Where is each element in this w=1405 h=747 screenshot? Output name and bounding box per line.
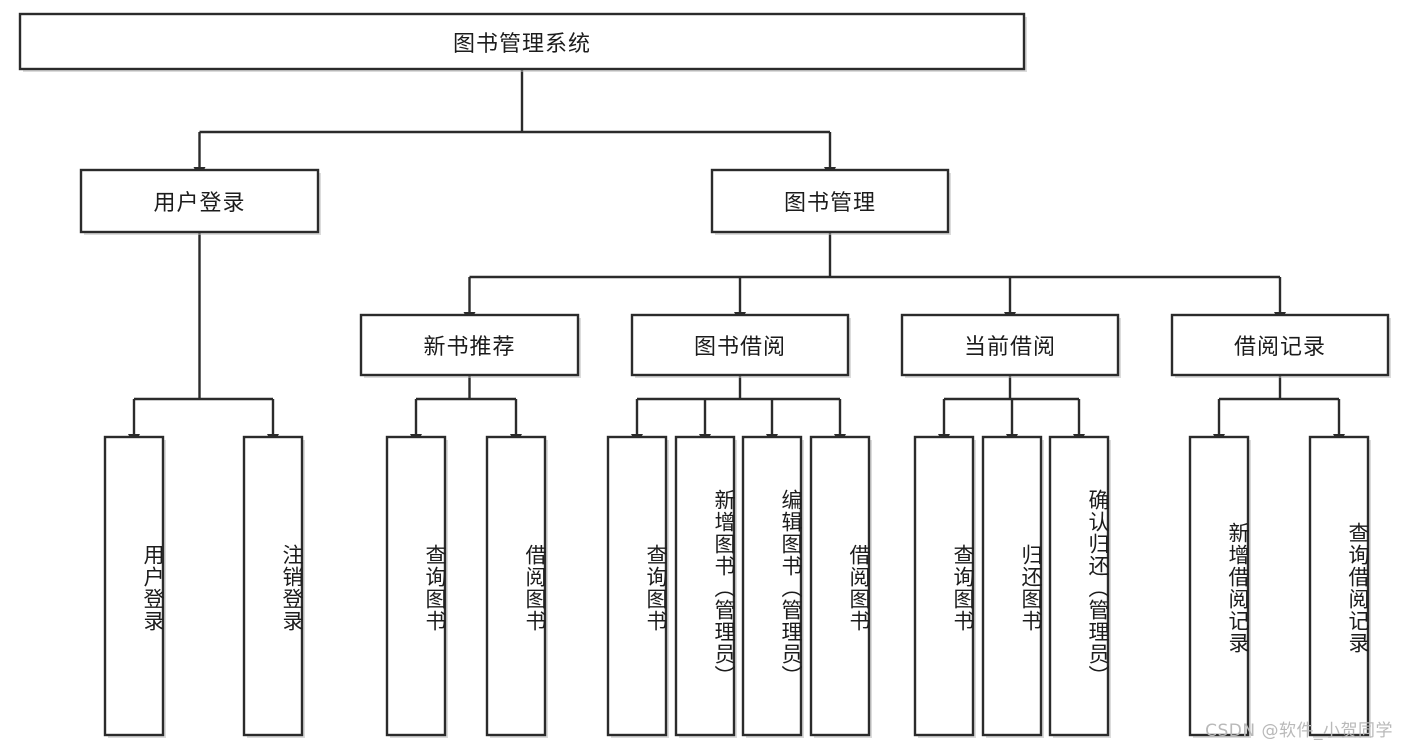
node-box-book-management[interactable] [710,168,950,234]
node-box-leaf-query-borrow-record[interactable] [1308,435,1370,737]
node-box-leaf-add-book[interactable] [674,435,736,737]
node-box-leaf-edit-book[interactable] [741,435,803,737]
boxes-layer [18,12,1391,738]
node-box-borrow-record[interactable] [1170,313,1390,377]
node-box-leaf-add-borrow-record[interactable] [1188,435,1250,737]
node-box-leaf-query-book-current[interactable] [913,435,975,737]
csdn-watermark: CSDN @软件_小贺同学 [1205,721,1393,741]
node-box-new-book-recommend[interactable] [359,313,580,377]
connectors-layer [128,69,1345,445]
node-box-current-borrow[interactable] [900,313,1120,377]
node-box-root[interactable] [18,12,1026,71]
node-box-leaf-query-book-recommend[interactable] [385,435,447,737]
node-box-leaf-borrow-book[interactable] [809,435,871,737]
node-box-book-borrow[interactable] [630,313,850,377]
node-box-leaf-return-book[interactable] [981,435,1043,737]
node-box-leaf-query-book-borrow[interactable] [606,435,668,737]
node-box-leaf-borrow-book-recommend[interactable] [485,435,547,737]
node-box-leaf-user-login[interactable] [103,435,165,737]
node-box-leaf-logout[interactable] [242,435,304,737]
node-box-leaf-confirm-return[interactable] [1048,435,1110,737]
node-box-user-login[interactable] [79,168,320,234]
